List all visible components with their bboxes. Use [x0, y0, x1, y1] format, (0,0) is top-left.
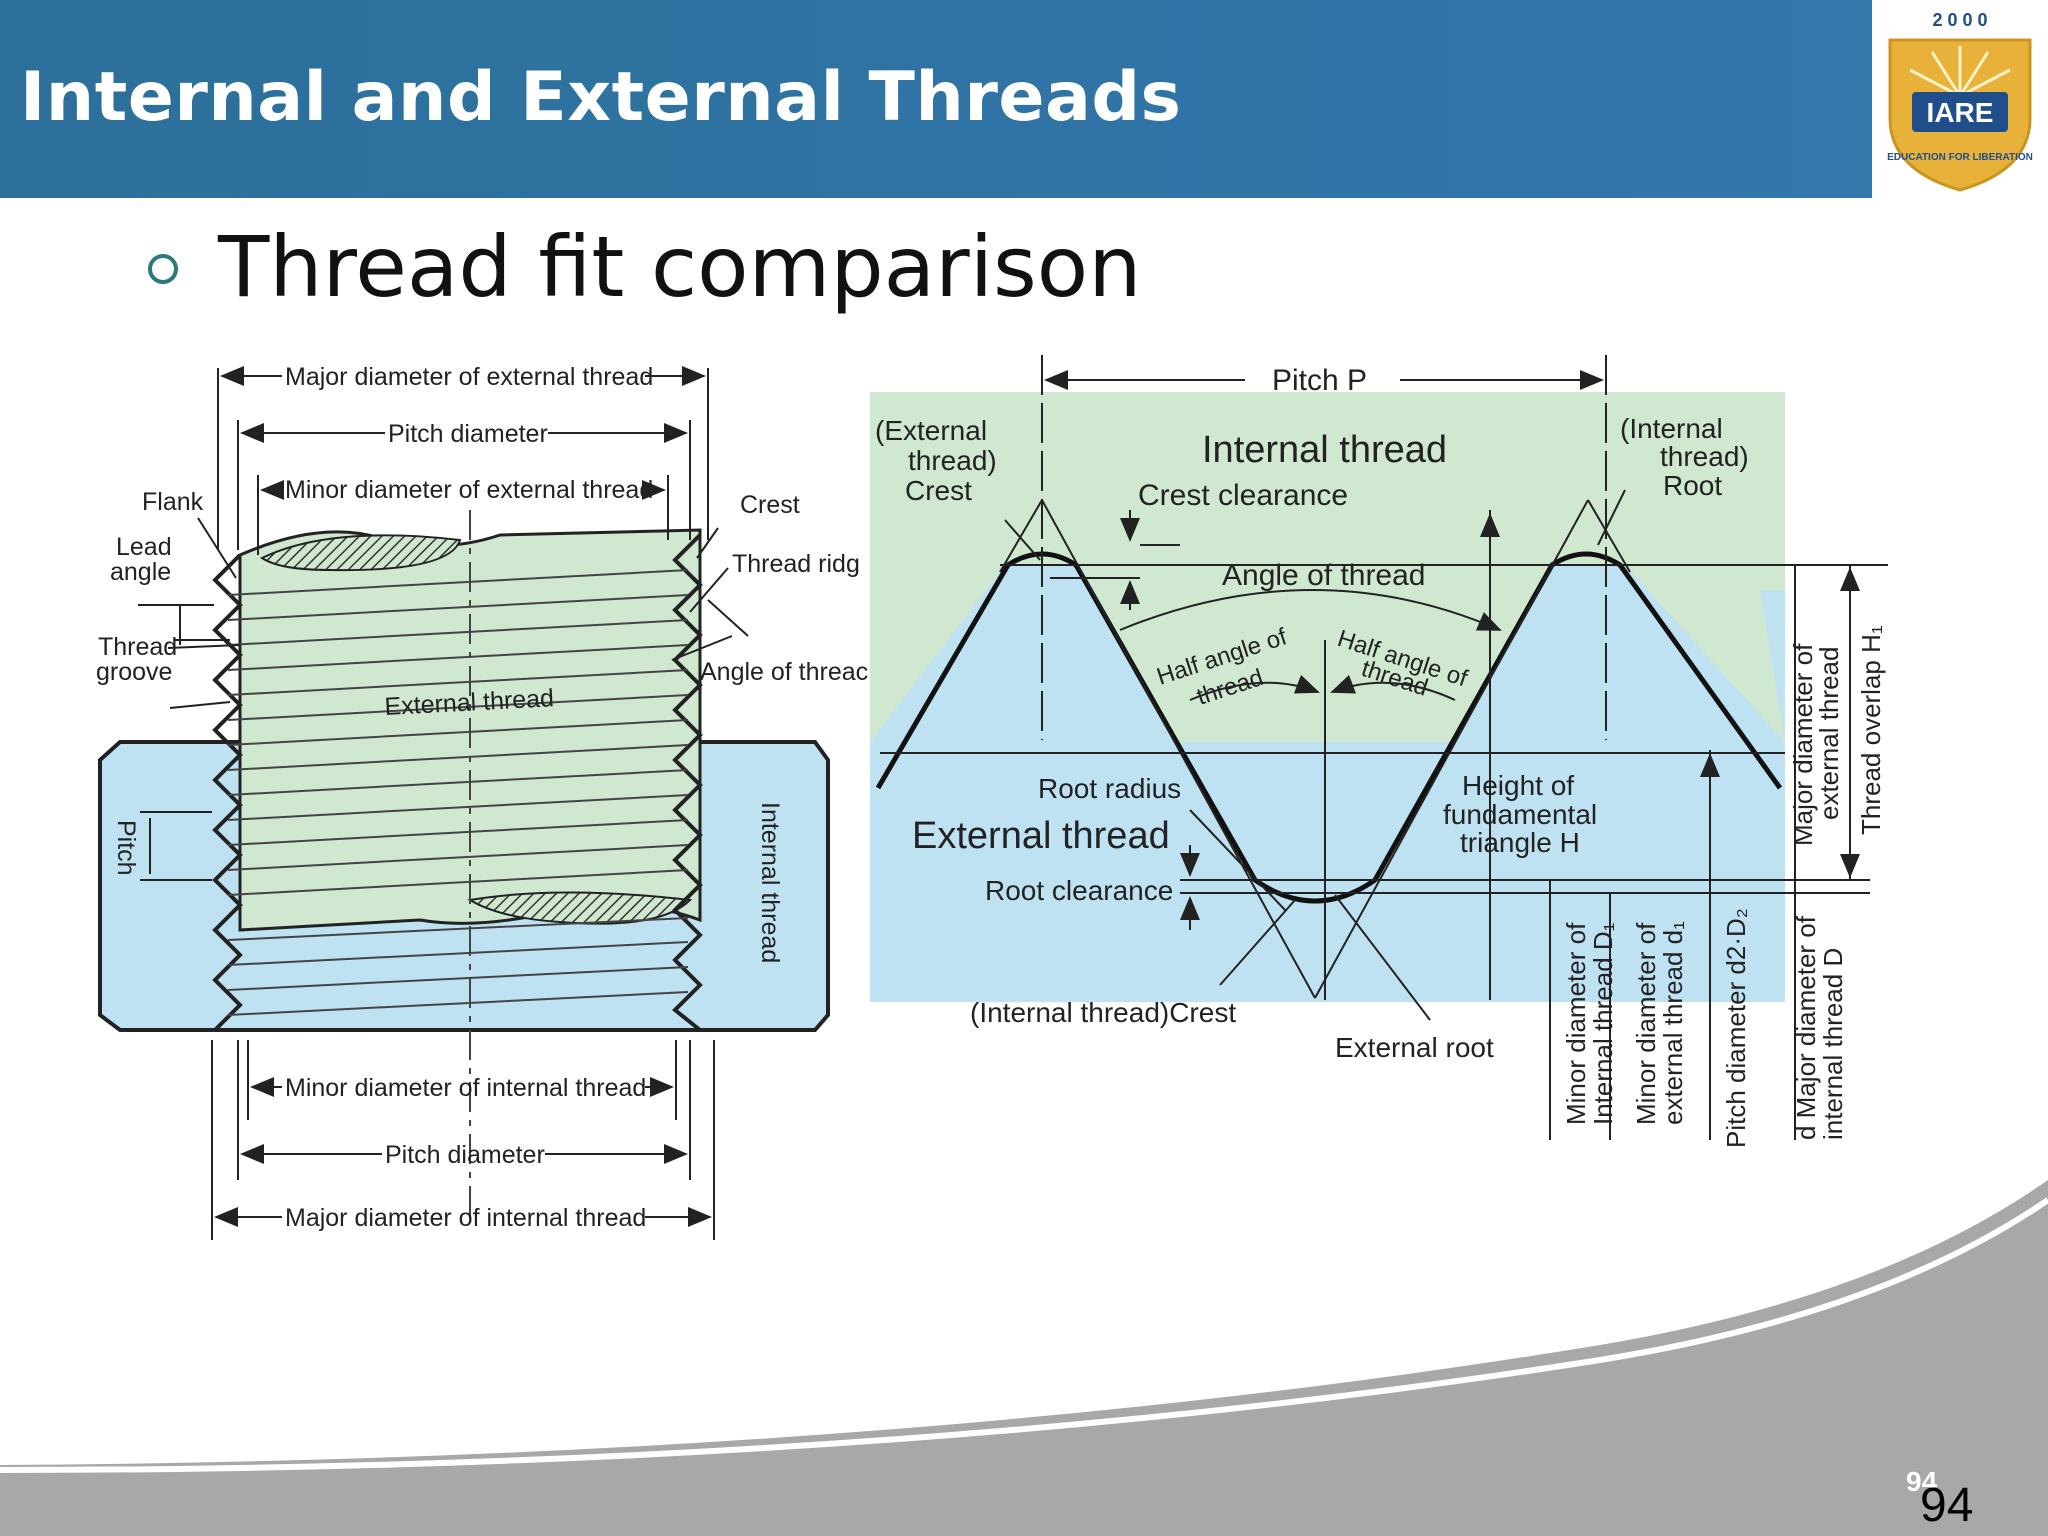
right-thread-diagram: Pitch P (External thread) Crest Internal… [870, 355, 1888, 1148]
label-minor-ext-1: Minor diameter of [1631, 922, 1661, 1125]
label-thread-groove-1: Thread [98, 633, 177, 661]
label-minor-int-2: Internal thread D₁ [1588, 922, 1618, 1125]
label-int-root-1: (Internal [1620, 413, 1723, 444]
page-number-shadow: 94 [1906, 1466, 1938, 1497]
label-angle-of-thread: Angle of threac [700, 658, 868, 686]
logo-motto: EDUCATION FOR LIBERATION [1887, 152, 2033, 163]
thread-diagram: Major diameter of external thread Pitch … [96, 355, 1888, 1240]
label-int-crest: (Internal thread)Crest [970, 997, 1236, 1028]
label-height-1: Height of [1462, 770, 1574, 801]
label-height-2: fundamental [1443, 799, 1597, 830]
label-internal-thread: Internal thread [756, 802, 784, 963]
logo-year: 2 0 0 0 [1932, 10, 1987, 30]
label-external-thread-title: External thread [912, 815, 1170, 857]
label-height-3: triangle H [1460, 827, 1580, 858]
label-pitch-dia-bottom: Pitch diameter [385, 1141, 545, 1169]
page-number: 94 [1920, 1479, 1974, 1532]
label-major-ext-2: external thread [1814, 647, 1844, 820]
left-thread-diagram: Major diameter of external thread Pitch … [96, 363, 868, 1240]
label-lead-angle-1: Lead [116, 533, 172, 561]
label-crest: Crest [740, 491, 800, 519]
label-internal-thread-title: Internal thread [1202, 429, 1447, 471]
label-angle-of-thread: Angle of thread [1222, 559, 1425, 592]
label-major-int-2: internal thread D [1818, 948, 1848, 1140]
label-ext-crest-2: thread) [908, 445, 997, 476]
label-pitch-p: Pitch P [1272, 364, 1367, 397]
logo-name: IARE [1927, 97, 1994, 128]
label-pitch-diameter: Pitch diameter d2·D₂ [1721, 908, 1751, 1148]
label-major-int: Major diameter of internal thread [285, 1204, 646, 1232]
label-major-ext-1: Major diameter of [1788, 643, 1818, 846]
label-minor-ext: Minor diameter of external thread [285, 476, 653, 504]
title-bar: Internal and External Threads 2 0 0 0 IA… [0, 0, 2048, 198]
label-lead-angle-2: angle [110, 558, 171, 586]
label-flank: Flank [142, 488, 204, 516]
label-thread-ridge: Thread ridg [732, 550, 860, 578]
label-thread-groove-2: groove [96, 658, 172, 686]
bullet-text: Thread fit comparison [218, 218, 1142, 316]
label-minor-ext-2: external thread d₁ [1658, 921, 1688, 1125]
slide-title: Internal and External Threads [20, 58, 1182, 137]
footer-wave [0, 1180, 2048, 1536]
bullet-circle-icon [148, 254, 178, 284]
label-int-root-2: thread) [1660, 441, 1749, 472]
label-minor-int: Minor diameter of internal thread [285, 1074, 646, 1102]
label-major-ext: Major diameter of external thread [285, 363, 653, 391]
label-pitch: Pitch [112, 820, 140, 876]
label-root-clearance: Root clearance [985, 875, 1173, 906]
label-minor-int-1: Minor diameter of [1561, 922, 1591, 1125]
iare-logo: 2 0 0 0 IARE EDUCATION FOR LIBERATION [1872, 0, 2048, 198]
label-int-root-3: Root [1663, 470, 1722, 501]
label-thread-overlap: Thread overlap H₁ [1856, 625, 1886, 835]
label-major-int-1: d Major diameter of [1791, 915, 1821, 1140]
label-crest-clearance: Crest clearance [1138, 479, 1348, 512]
label-pitch-dia-top: Pitch diameter [388, 420, 548, 448]
label-ext-crest-1: (External [875, 415, 987, 446]
label-ext-crest-3: Crest [905, 475, 972, 506]
label-root-radius: Root radius [1038, 773, 1181, 804]
label-external-root: External root [1335, 1032, 1494, 1063]
